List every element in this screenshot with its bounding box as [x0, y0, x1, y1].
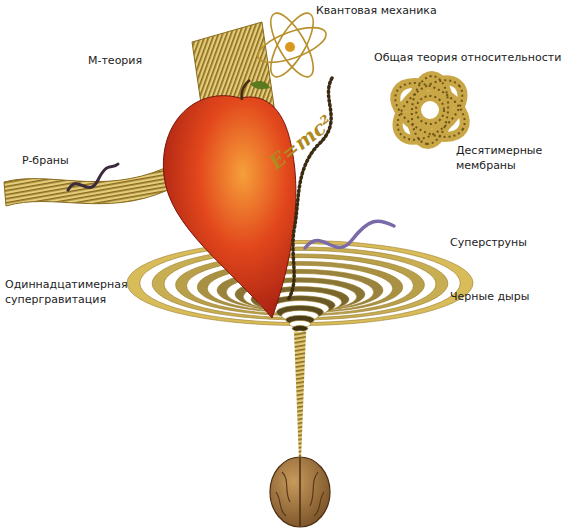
- formula: E=mc²: [267, 114, 335, 171]
- label-relativity: Общая теория относительности: [374, 50, 561, 65]
- label-black-holes: Черные дыры: [450, 289, 529, 304]
- funnel-throat: [294, 332, 306, 460]
- label-p-branes: P-браны: [22, 153, 69, 168]
- membrane-knot: [386, 69, 474, 152]
- funnel-ring: [152, 247, 448, 320]
- funnel-ring: [140, 244, 460, 323]
- atom-symbol: [254, 7, 331, 82]
- walnut: [270, 457, 330, 527]
- funnel-ring: [127, 240, 473, 325]
- black-hole-funnel: [127, 240, 473, 340]
- apple: [163, 80, 296, 318]
- label-quantum: Квантовая механика: [316, 3, 437, 18]
- label-membranes: Десятимерные мембраны: [456, 143, 546, 173]
- label-supergravity: Одиннадцатимерная супергравитация: [5, 277, 125, 307]
- label-m-theory: М-теория: [88, 53, 142, 68]
- superstring: [305, 221, 394, 248]
- string-symbol: [68, 164, 118, 190]
- dotted-string: [288, 78, 332, 300]
- label-superstrings: Суперструны: [450, 235, 527, 250]
